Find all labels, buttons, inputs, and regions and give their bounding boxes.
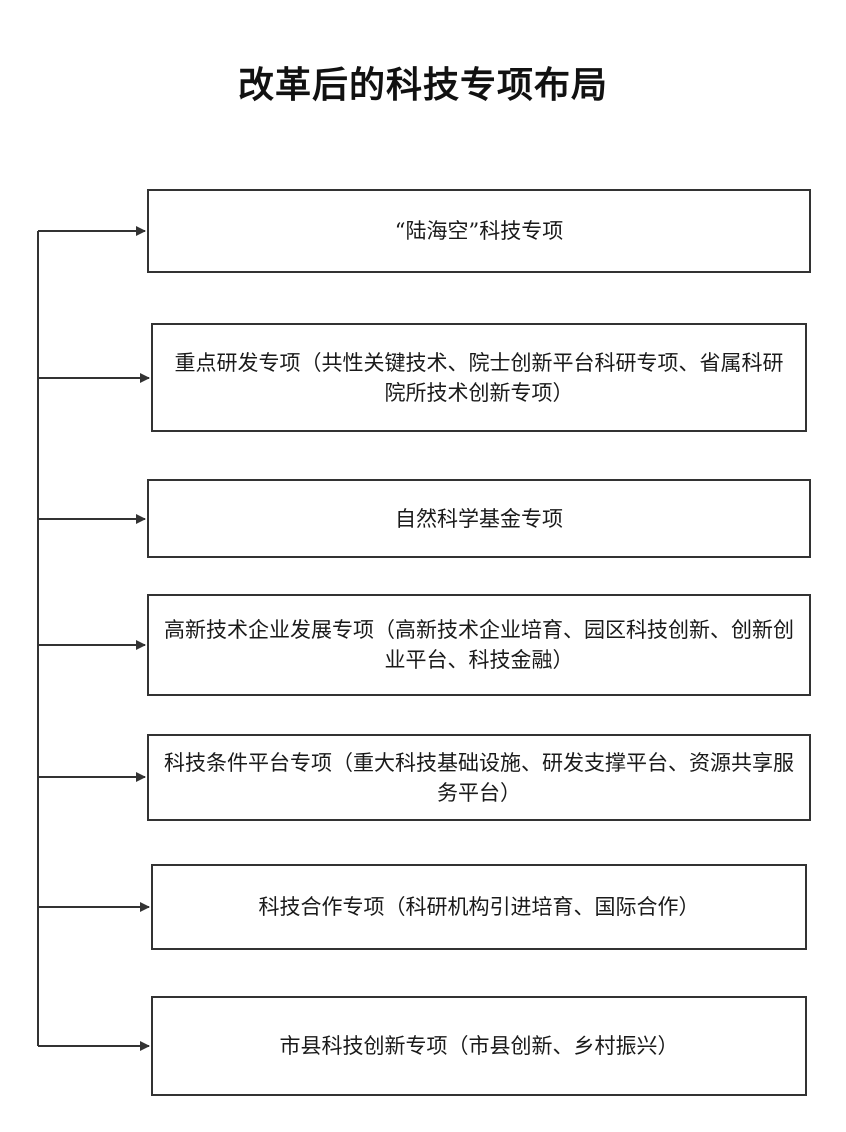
box-city-county-innovation: 市县科技创新专项（市县创新、乡村振兴） [151,996,807,1096]
box-land-sea-air: “陆海空”科技专项 [147,189,811,273]
box-conditions-platform: 科技条件平台专项（重大科技基础设施、研发支撑平台、资源共享服务平台） [147,734,811,821]
box-label: 科技合作专项（科研机构引进培育、国际合作） [258,895,700,919]
box-label: 市县科技创新专项（市县创新、乡村振兴） [279,1034,679,1058]
box-cooperation: 科技合作专项（科研机构引进培育、国际合作） [151,864,807,950]
box-label: 科技条件平台专项（重大科技基础设施、研发支撑平台、资源共享服务平台） [164,750,794,805]
box-natural-science-fund: 自然科学基金专项 [147,479,811,558]
box-key-rnd: 重点研发专项（共性关键技术、院士创新平台科研专项、省属科研院所技术创新专项） [151,323,807,432]
box-label: 高新技术企业发展专项（高新技术企业培育、园区科技创新、创新创业平台、科技金融） [164,618,794,672]
box-high-tech-enterprise: 高新技术企业发展专项（高新技术企业培育、园区科技创新、创新创业平台、科技金融） [147,594,811,696]
box-label: 自然科学基金专项 [395,506,563,531]
box-label: 重点研发专项（共性关键技术、院士创新平台科研专项、省属科研院所技术创新专项） [174,350,784,405]
box-label: “陆海空”科技专项 [394,219,564,243]
diagram-title: 改革后的科技专项布局 [237,64,608,106]
